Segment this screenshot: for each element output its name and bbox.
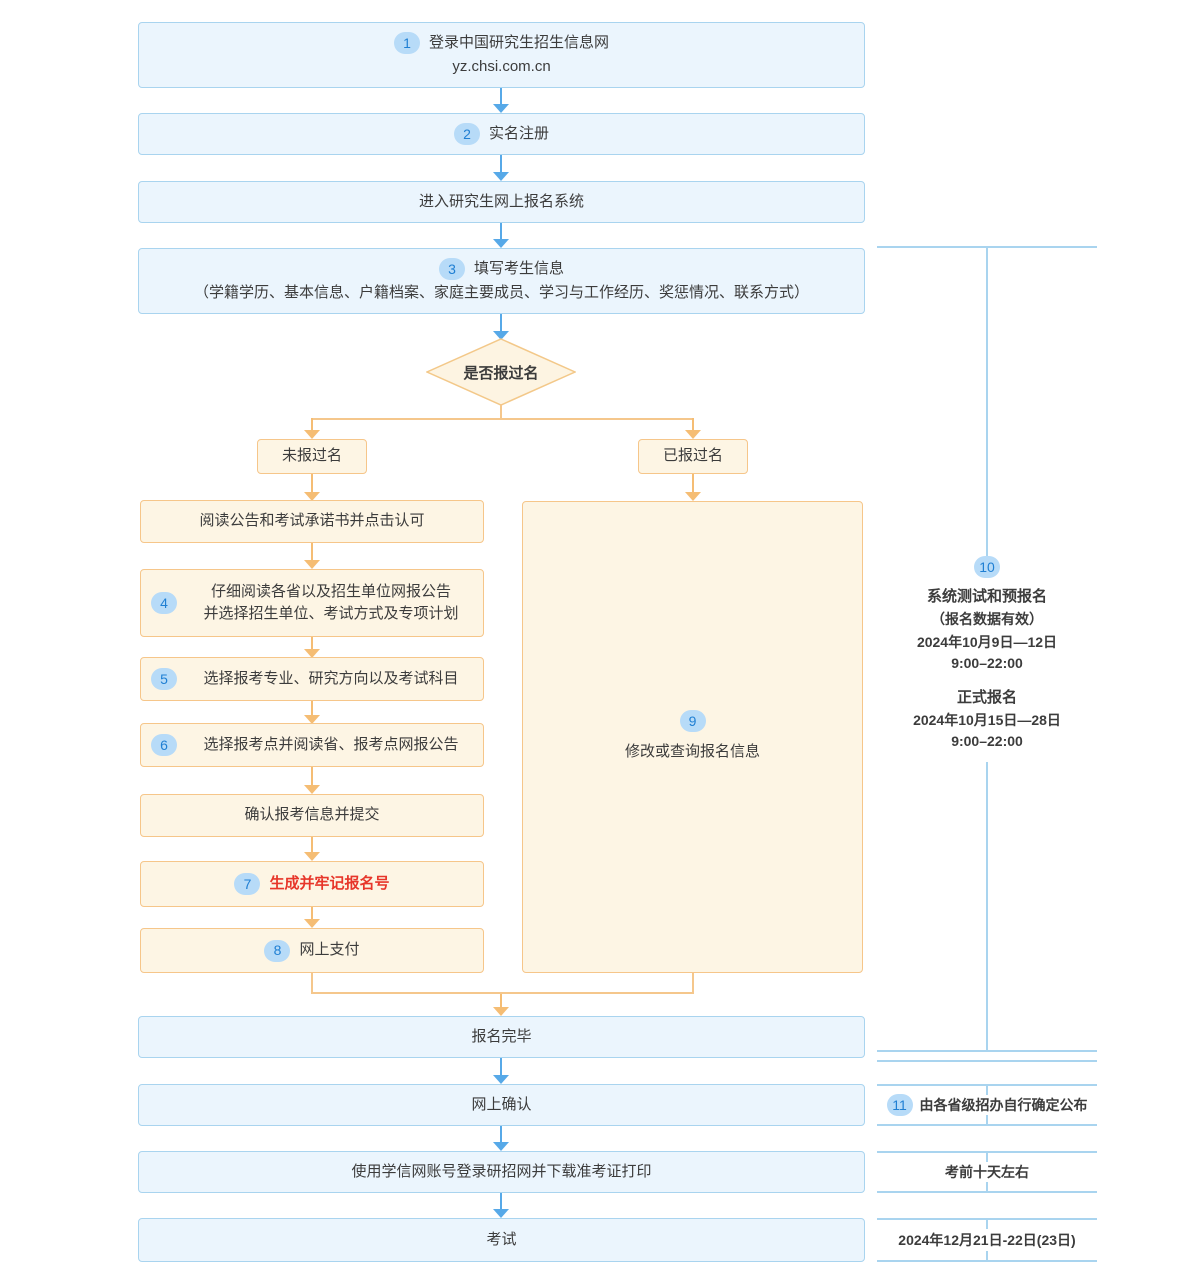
sidebar-step10-time1: 9:00–22:00 — [951, 655, 1023, 671]
branch-label-registered: 已报过名 — [638, 439, 748, 474]
flow-box-enter-system-label: 进入研究生网上报名系统 — [418, 192, 584, 210]
step-number-6: 6 — [151, 734, 177, 756]
flow-box-registration-complete-label: 报名完毕 — [471, 1027, 532, 1045]
step-number-3: 3 — [438, 258, 465, 281]
flow-box-register-label: 实名注册 — [488, 124, 549, 142]
sidebar-step10-date1: 2024年10月9日—12日 — [916, 634, 1058, 650]
sidebar-step10-title: 系统测试和预报名 — [926, 588, 1047, 605]
flow-arrow-down — [300, 907, 324, 928]
flow-box-confirm-submit: 确认报考信息并提交 — [140, 794, 484, 837]
sidebar-step11: 11 由各省级招办自行确定公布 — [877, 1084, 1097, 1126]
connector-line — [692, 973, 694, 994]
flow-arrow-down — [300, 637, 324, 658]
step-number-8: 8 — [264, 939, 291, 962]
flow-box-read-announcements-line2: 并选择招生单位、考试方式及专项计划 — [203, 605, 459, 622]
flow-box-choose-site-label: 选择报考点并阅读省、报考点网报公告 — [203, 735, 459, 753]
sidebar-step10-title2: 正式报名 — [956, 689, 1017, 706]
flow-box-pay-online-label: 网上支付 — [299, 941, 360, 959]
connector-line — [311, 418, 694, 420]
sidebar-ticket-time-label: 考前十天左右 — [945, 1164, 1029, 1180]
flow-box-fill-info-detail: （学籍学历、基本信息、户籍档案、家庭主要成员、学习与工作经历、奖惩情况、联系方式… — [193, 283, 809, 301]
branch-registered-text: 已报过名 — [662, 447, 723, 465]
flow-box-reg-number: 7 生成并牢记报名号 — [140, 861, 484, 907]
flow-box-download-ticket: 使用学信网账号登录研招网并下载准考证打印 — [138, 1151, 865, 1193]
flow-box-login-title-row: 1 登录中国研究生招生信息网 — [393, 32, 609, 55]
flow-box-read-notice: 阅读公告和考试承诺书并点击认可 — [140, 500, 484, 543]
step-number-9: 9 — [679, 710, 706, 733]
step-number-5: 5 — [151, 668, 177, 690]
flow-box-read-announcements: 4 仔细阅读各省以及招生单位网报公告 并选择招生单位、考试方式及专项计划 — [140, 569, 484, 637]
connector-line — [311, 973, 313, 994]
step-number-10: 10 — [974, 556, 1000, 578]
flow-box-registration-complete: 报名完毕 — [138, 1016, 865, 1058]
flow-arrow-down — [489, 155, 513, 181]
flow-arrow-down — [300, 474, 324, 501]
flow-box-choose-major: 5 选择报考专业、研究方向以及考试科目 — [140, 657, 484, 701]
sidebar-bracket-line — [986, 762, 988, 1050]
flow-box-exam-label: 考试 — [486, 1230, 517, 1248]
connector-line — [500, 404, 502, 420]
flow-arrow-down — [489, 1126, 513, 1151]
flow-box-pay-online: 8 网上支付 — [140, 928, 484, 973]
flow-box-choose-site: 6 选择报考点并阅读省、报考点网报公告 — [140, 723, 484, 767]
flow-box-reg-number-label: 生成并牢记报名号 — [269, 874, 390, 892]
flow-box-fill-info-label: 填写考生信息 — [473, 260, 564, 277]
flow-box-modify-query: 9 修改或查询报名信息 — [522, 501, 863, 973]
flow-box-fill-info-title-row: 3 填写考生信息 — [438, 258, 564, 281]
step-number-7: 7 — [234, 873, 261, 895]
flow-arrow-down — [489, 1193, 513, 1218]
flow-arrow-down — [489, 314, 513, 340]
sidebar-step10-date2: 2024年10月15日—28日 — [913, 712, 1061, 728]
flow-box-login: 1 登录中国研究生招生信息网 yz.chsi.com.cn — [138, 22, 865, 88]
flow-arrow-down — [489, 1058, 513, 1084]
sidebar-exam-date-label: 2024年12月21日-22日(23日) — [898, 1232, 1076, 1248]
flow-box-confirm-submit-label: 确认报考信息并提交 — [244, 806, 380, 824]
sidebar-step10: 10 系统测试和预报名 （报名数据有效） 2024年10月9日—12日 9:00… — [877, 556, 1097, 749]
flow-box-modify-query-label: 修改或查询报名信息 — [624, 743, 760, 761]
step-number-11: 11 — [886, 1094, 913, 1116]
flow-box-read-announcements-line1: 仔细阅读各省以及招生单位网报公告 — [210, 582, 451, 600]
flow-box-fill-info: 3 填写考生信息 （学籍学历、基本信息、户籍档案、家庭主要成员、学习与工作经历、… — [138, 248, 865, 314]
sidebar-exam-date: 2024年12月21日-22日(23日) — [877, 1218, 1097, 1262]
flow-arrow-down — [300, 837, 324, 861]
connector-line — [311, 992, 694, 994]
step-number-4: 4 — [151, 592, 177, 614]
flow-arrow-down — [489, 88, 513, 113]
step-number-2: 2 — [453, 123, 480, 145]
sidebar-bracket-line — [877, 1050, 1097, 1052]
flow-box-download-ticket-label: 使用学信网账号登录研招网并下载准考证打印 — [351, 1162, 652, 1180]
flow-arrow-down — [300, 767, 324, 794]
flow-arrow-down — [681, 418, 705, 439]
flow-arrow-down — [300, 543, 324, 569]
flow-arrow-down — [489, 223, 513, 248]
flow-box-register: 2 实名注册 — [138, 113, 865, 155]
step-number-1: 1 — [393, 32, 420, 55]
flow-arrow-down — [681, 474, 705, 501]
flow-box-online-confirm: 网上确认 — [138, 1084, 865, 1126]
flow-box-read-announcements-label: 仔细阅读各省以及招生单位网报公告 并选择招生单位、考试方式及专项计划 — [189, 581, 473, 626]
flow-box-online-confirm-label: 网上确认 — [471, 1095, 532, 1113]
flow-arrow-down — [300, 701, 324, 724]
flow-box-read-notice-label: 阅读公告和考试承诺书并点击认可 — [199, 512, 425, 530]
flow-box-login-url: yz.chsi.com.cn — [452, 57, 551, 75]
flow-box-enter-system: 进入研究生网上报名系统 — [138, 181, 865, 223]
branch-not-registered-text: 未报过名 — [281, 447, 342, 465]
sidebar-ticket-time: 考前十天左右 — [877, 1151, 1097, 1193]
flow-box-exam: 考试 — [138, 1218, 865, 1262]
flow-arrow-down — [489, 994, 513, 1016]
sidebar-step10-note: （报名数据有效） — [931, 611, 1043, 627]
sidebar-bracket-line — [986, 246, 988, 560]
sidebar-bracket-line — [877, 1060, 1097, 1062]
branch-label-not-registered: 未报过名 — [257, 439, 367, 474]
sidebar-step11-label: 由各省级招办自行确定公布 — [919, 1097, 1088, 1113]
decision-diamond: 是否报过名 — [425, 338, 577, 406]
decision-label: 是否报过名 — [463, 364, 539, 382]
flow-box-choose-major-label: 选择报考专业、研究方向以及考试科目 — [203, 669, 459, 687]
flow-box-login-label: 登录中国研究生招生信息网 — [428, 34, 609, 51]
sidebar-step10-time2: 9:00–22:00 — [951, 733, 1023, 749]
flow-arrow-down — [300, 418, 324, 439]
